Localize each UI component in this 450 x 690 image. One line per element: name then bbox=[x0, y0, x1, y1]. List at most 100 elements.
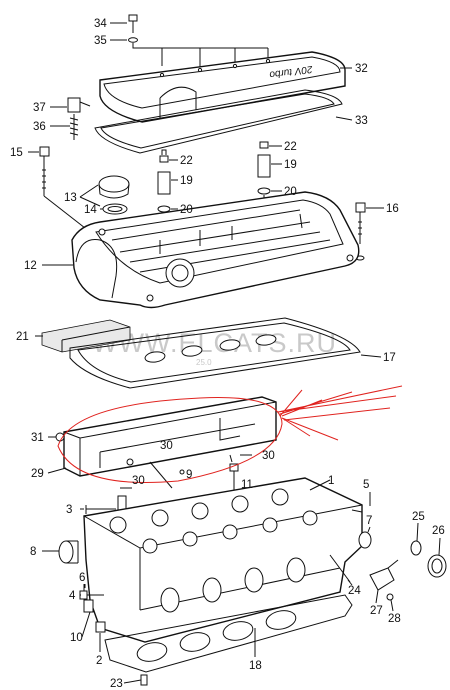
cylinder-head-1 bbox=[83, 477, 372, 643]
callout-27: 27 bbox=[370, 605, 383, 617]
callout-11: 11 bbox=[241, 479, 253, 491]
cap-26 bbox=[427, 554, 447, 578]
callout-34: 34 bbox=[94, 18, 107, 30]
bolt-3-sleeve bbox=[117, 495, 127, 511]
callout-14: 14 bbox=[84, 204, 97, 216]
callout-3: 3 bbox=[66, 504, 72, 516]
callout-33: 33 bbox=[355, 115, 368, 127]
gasket-inner bbox=[100, 93, 335, 149]
seal-20 bbox=[257, 187, 271, 195]
screw-head bbox=[128, 14, 138, 22]
callout-16: 16 bbox=[386, 203, 399, 215]
plug-10 bbox=[83, 599, 94, 613]
gasket-outer bbox=[94, 89, 343, 154]
cover-21-edges bbox=[61, 326, 131, 352]
cam-bearing bbox=[109, 516, 127, 534]
cam-bearing bbox=[271, 488, 289, 506]
cam-bearing bbox=[262, 517, 278, 533]
cap-22 bbox=[259, 141, 269, 149]
callout-15: 15 bbox=[10, 147, 23, 159]
head-gasket-18 bbox=[104, 594, 353, 673]
filler-neck bbox=[165, 258, 195, 288]
bolt-28 bbox=[386, 593, 394, 601]
callout-19: 19 bbox=[180, 175, 193, 187]
ring bbox=[410, 540, 422, 556]
callout-2: 2 bbox=[96, 655, 102, 667]
cover-hole bbox=[232, 63, 238, 69]
callout-22: 22 bbox=[180, 155, 193, 167]
callout-25: 25 bbox=[412, 511, 425, 523]
bolt-15 bbox=[39, 146, 86, 229]
callout-32: 32 bbox=[355, 63, 368, 75]
cover-top-hump bbox=[159, 86, 197, 118]
watermark-date: 25.0 bbox=[196, 358, 212, 367]
cap-face bbox=[427, 554, 447, 578]
plate-details bbox=[99, 418, 256, 468]
seal-ring-14 bbox=[102, 203, 128, 215]
callout-22: 22 bbox=[284, 141, 297, 153]
bolt-3 bbox=[85, 505, 116, 514]
seal-20 bbox=[157, 205, 171, 213]
plug-seal bbox=[181, 345, 203, 357]
spring-36 bbox=[69, 114, 79, 140]
sleeve-19 bbox=[157, 171, 171, 195]
callout-4: 4 bbox=[69, 590, 76, 602]
callout-30: 30 bbox=[132, 475, 145, 487]
callout-35: 35 bbox=[94, 35, 107, 47]
bolt-30 bbox=[229, 454, 252, 463]
gasket-17 bbox=[69, 317, 361, 389]
stud-set-right bbox=[257, 141, 271, 230]
sender-body bbox=[369, 567, 395, 591]
callout-26: 26 bbox=[432, 525, 445, 537]
port bbox=[202, 577, 222, 603]
bolt-shank bbox=[358, 212, 362, 244]
callout-20: 20 bbox=[284, 186, 297, 198]
seal-cap-8 bbox=[58, 540, 79, 564]
fitting-lines bbox=[132, 43, 269, 70]
callout-18: 18 bbox=[249, 660, 262, 672]
sensor-37 bbox=[67, 97, 91, 113]
callout-23: 23 bbox=[110, 678, 123, 690]
cover-bosses bbox=[159, 213, 303, 254]
red-circle-mark bbox=[57, 397, 283, 484]
cam-bearing bbox=[231, 495, 249, 513]
cam-bearing bbox=[142, 538, 158, 554]
bore bbox=[222, 621, 254, 641]
plate-edges bbox=[63, 401, 277, 476]
plate-hole bbox=[126, 458, 134, 466]
cap-inner bbox=[431, 558, 443, 574]
oil-filler-cap-13 bbox=[98, 175, 130, 199]
cam-bearing bbox=[182, 531, 198, 547]
callout-19: 19 bbox=[284, 159, 297, 171]
gasket-inner bbox=[77, 322, 351, 383]
cover-cam-end bbox=[75, 238, 118, 299]
callout-30: 30 bbox=[160, 440, 173, 452]
seal-cap-face bbox=[58, 540, 74, 564]
screw-34 bbox=[128, 14, 138, 33]
sender-tip bbox=[387, 559, 399, 569]
cover-outline bbox=[71, 191, 360, 309]
sensor-body bbox=[67, 97, 81, 113]
bolt-23 bbox=[140, 674, 148, 686]
bore bbox=[179, 632, 211, 652]
cover-top-face bbox=[103, 56, 341, 109]
sleeve-2 bbox=[95, 621, 106, 633]
cap-side bbox=[98, 183, 130, 199]
cap-22 bbox=[159, 155, 169, 163]
callout-30: 30 bbox=[262, 450, 275, 462]
nut-22 bbox=[161, 149, 167, 155]
bolt-30 bbox=[149, 461, 173, 489]
washer-35 bbox=[128, 37, 138, 43]
cover-frame bbox=[95, 199, 344, 284]
port bbox=[244, 567, 264, 593]
seal-ring-25 bbox=[410, 540, 422, 556]
sleeve-19 bbox=[257, 154, 271, 178]
callout-21: 21 bbox=[16, 331, 29, 343]
cam-bearing bbox=[191, 502, 209, 520]
bolt-head bbox=[39, 146, 50, 157]
callout-36: 36 bbox=[33, 121, 46, 133]
sender-27 bbox=[369, 559, 399, 591]
callout-17: 17 bbox=[383, 352, 396, 364]
cover-hole bbox=[197, 67, 203, 73]
bolt-head bbox=[355, 202, 366, 213]
